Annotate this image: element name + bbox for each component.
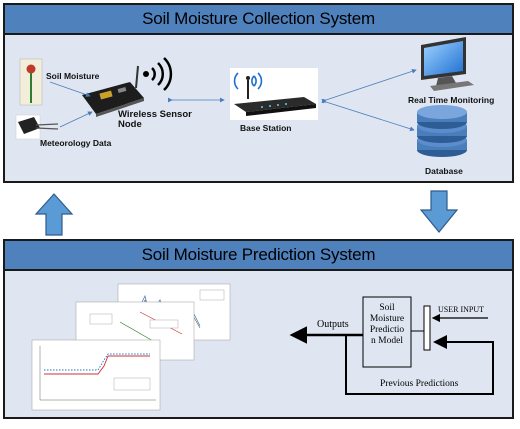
soil-moisture-sensor-icon [20, 59, 42, 105]
base-station-icon [230, 68, 318, 120]
soil-moisture-label: Soil Moisture [46, 71, 99, 81]
database-label: Database [425, 166, 463, 176]
monitor-icon [421, 37, 474, 91]
input-bar [424, 306, 430, 350]
prediction-results-plots [32, 284, 230, 410]
feedback-up-arrow [36, 194, 72, 235]
prediction-model-label: Soil Moisture Predictio n Model [365, 303, 409, 347]
wireless-signal-icon [143, 58, 171, 90]
base-station-label: Base Station [240, 123, 292, 133]
outputs-label: Outputs [317, 319, 349, 330]
meteorology-data-label: Meteorology Data [40, 138, 111, 148]
real-time-monitoring-label: Real Time Monitoring [408, 95, 494, 105]
wireless-sensor-node-label: Wireless Sensor Node [118, 110, 192, 130]
meteorology-sensor-icon [16, 115, 58, 139]
user-input-label: USER INPUT [438, 305, 484, 314]
database-icon [417, 105, 467, 157]
flow-down-arrow [421, 191, 457, 232]
previous-predictions-label: Previous Predictions [380, 379, 458, 389]
